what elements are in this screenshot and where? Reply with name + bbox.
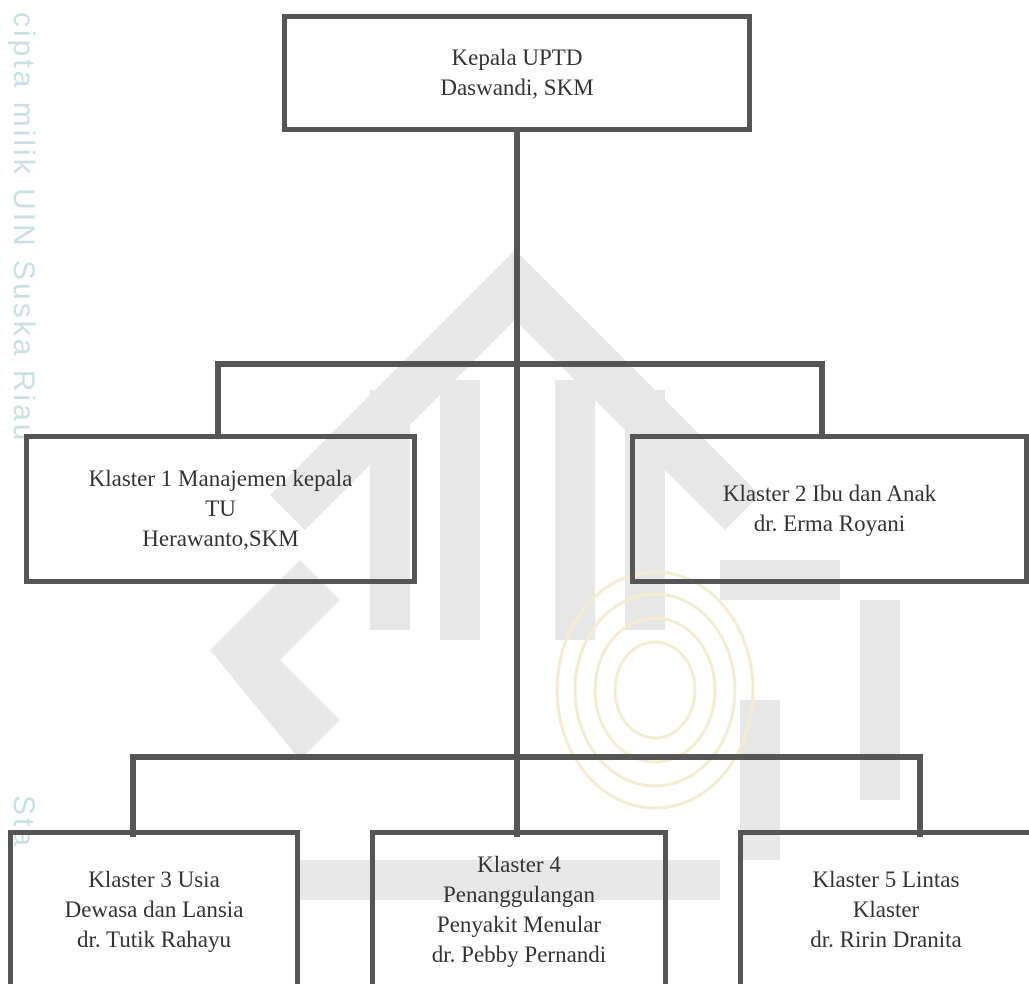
box-klaster-5: Klaster 5 Lintas Klaster dr. Ririn Drani… [738, 830, 1029, 984]
klaster-1-line-2: TU [205, 496, 236, 521]
klaster-4-line-4: dr. Pebby Pernandi [431, 941, 607, 967]
klaster-3-line-2: Dewasa dan Lansia [64, 896, 244, 922]
klaster-4-line-1: Klaster 4 [477, 851, 561, 877]
klaster-1-line-1: Klaster 1 Manajemen kepala [88, 466, 353, 491]
root-title: Kepala UPTD [451, 45, 583, 70]
klaster-5-line-1: Klaster 5 Lintas [812, 866, 960, 892]
klaster-4-line-2: Penanggulangan [442, 881, 595, 907]
klaster-3-line-1: Klaster 3 Usia [88, 866, 220, 892]
root-box-kepala-uptd: Kepala UPTD Daswandi, SKM [282, 14, 752, 132]
klaster-5-line-3: dr. Ririn Dranita [810, 926, 962, 952]
box-klaster-1: Klaster 1 Manajemen kepala TU Herawanto,… [24, 434, 417, 584]
klaster-2-line-1: Klaster 2 Ibu dan Anak [722, 481, 937, 506]
root-name: Daswandi, SKM [440, 75, 594, 100]
klaster-2-line-2: dr. Erma Royani [753, 511, 906, 536]
klaster-3-line-3: dr. Tutik Rahayu [76, 926, 231, 952]
box-klaster-2: Klaster 2 Ibu dan Anak dr. Erma Royani [630, 434, 1029, 584]
klaster-1-line-3: Herawanto,SKM [142, 526, 299, 551]
klaster-4-line-3: Penyakit Menular [436, 911, 602, 937]
box-klaster-4: Klaster 4 Penanggulangan Penyakit Menula… [370, 830, 668, 984]
watermark-side-text: cipta milik UIN Suska Riau [7, 12, 40, 444]
box-klaster-3: Klaster 3 Usia Dewasa dan Lansia dr. Tut… [8, 830, 300, 984]
klaster-5-line-2: Klaster [852, 896, 920, 922]
